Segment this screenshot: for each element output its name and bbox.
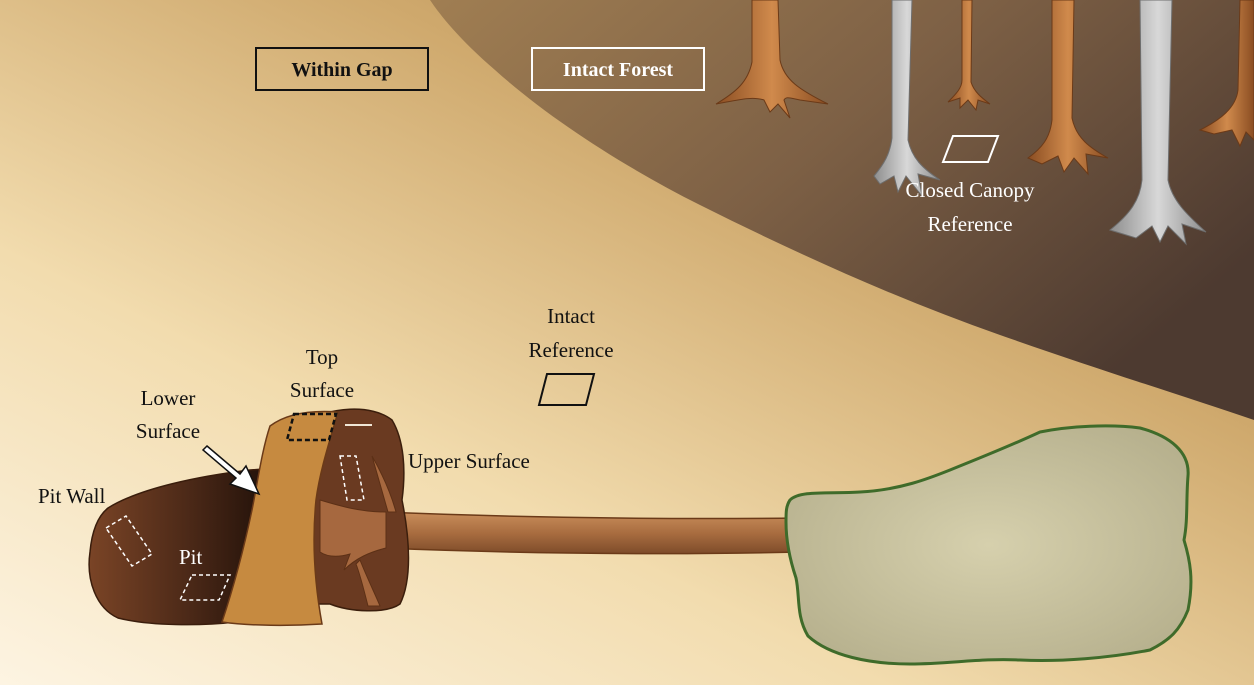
- intact-reference-label-line1: Intact: [547, 304, 595, 328]
- top-surface-label-line1: Top: [306, 345, 338, 369]
- upper-surface-label: Upper Surface: [408, 449, 530, 473]
- intact-reference-label-line2: Reference: [528, 338, 613, 362]
- lower-surface-label-line1: Lower: [141, 386, 196, 410]
- top-surface-label-line2: Surface: [290, 378, 354, 402]
- within-gap-label: Within Gap: [291, 59, 392, 81]
- closed-canopy-label-line1: Closed Canopy: [906, 178, 1035, 202]
- lower-surface-label-line2: Surface: [136, 419, 200, 443]
- closed-canopy-label-line2: Reference: [927, 212, 1012, 236]
- pit-wall-label: Pit Wall: [38, 484, 106, 508]
- fallen-log: [380, 512, 800, 554]
- pit-label: Pit: [179, 545, 203, 569]
- intact-forest-label: Intact Forest: [563, 59, 673, 81]
